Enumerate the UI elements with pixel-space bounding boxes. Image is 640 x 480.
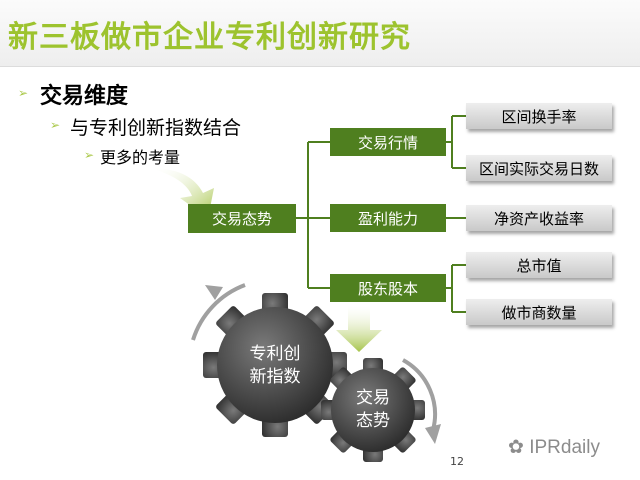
title-bar: 新三板做市企业专利创新研究 xyxy=(0,0,640,67)
wechat-icon: ✿ xyxy=(508,437,524,458)
small-gear-label: 交易 态势 xyxy=(343,387,403,433)
node-branch-shareholders: 股东股本 xyxy=(330,274,446,302)
leaf-turnover-rate: 区间换手率 xyxy=(466,103,612,129)
bullet-level1: 交易维度 xyxy=(40,84,129,109)
connector-lines xyxy=(296,115,466,313)
leaf-trading-days: 区间实际交易日数 xyxy=(466,155,612,181)
watermark-text: IPRdaily xyxy=(529,437,600,458)
large-gear-icon xyxy=(191,283,347,437)
down-arrow-icon xyxy=(336,306,382,352)
small-gear-line1: 交易 xyxy=(356,388,390,408)
small-gear-line2: 态势 xyxy=(356,411,390,431)
node-branch-profitability: 盈利能力 xyxy=(330,204,446,232)
slide-title: 新三板做市企业专利创新研究 xyxy=(8,20,411,55)
bullet-level2: 与专利创新指数结合 xyxy=(70,117,242,139)
page-number: 12 xyxy=(450,455,464,468)
large-gear-line1: 专利创 xyxy=(249,344,301,364)
leaf-roe: 净资产收益率 xyxy=(466,205,612,231)
watermark: ✿ IPRdaily xyxy=(508,436,600,459)
leaf-market-maker-count: 做市商数量 xyxy=(466,299,612,325)
large-gear-label: 专利创 新指数 xyxy=(235,343,315,389)
leaf-market-cap: 总市值 xyxy=(466,252,612,278)
bullet-marker-icon: ➢ xyxy=(50,118,61,132)
bullet-marker-icon: ➢ xyxy=(18,86,29,100)
large-gear-line2: 新指数 xyxy=(249,367,301,387)
node-root: 交易态势 xyxy=(188,204,296,233)
bullet-level3: 更多的考量 xyxy=(100,148,181,167)
small-gear-icon xyxy=(321,358,441,462)
node-branch-trading: 交易行情 xyxy=(330,128,446,156)
bullet-marker-icon: ➢ xyxy=(84,148,95,162)
